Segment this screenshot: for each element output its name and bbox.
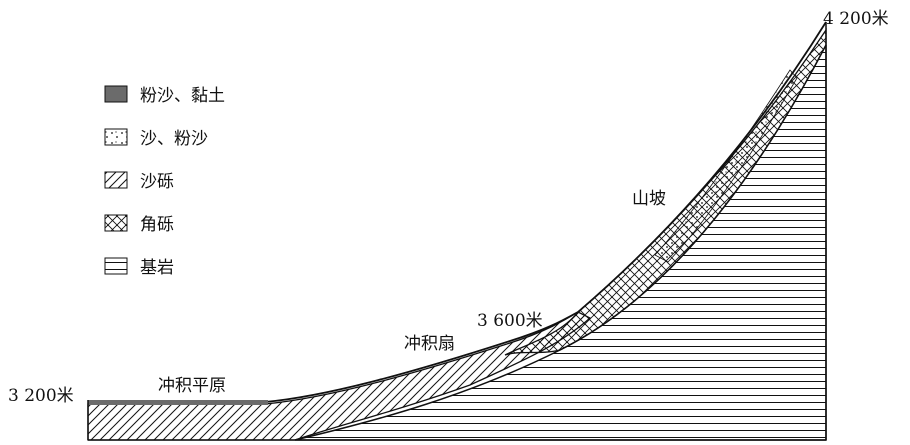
ground-surface: [88, 21, 827, 403]
alluvial-plain-label: 冲积平原: [158, 376, 226, 396]
legend-item-angular-gravel: 角砾: [104, 214, 174, 235]
legend: 粉沙、黏土 沙、粉沙 沙砾 角砾 基岩: [104, 85, 225, 278]
alluvial-fan-label: 冲积扇: [404, 334, 455, 354]
legend-item-sand-silt: 沙、粉沙: [104, 128, 208, 149]
legend-label: 沙砾: [140, 172, 174, 192]
legend-label: 角砾: [140, 215, 174, 235]
legend-item-sandy-gravel: 沙砾: [104, 171, 174, 192]
slope-label: 山坡: [632, 189, 666, 209]
legend-item-bedrock: 基岩: [104, 257, 174, 278]
sand-silt-lens: [654, 69, 798, 263]
legend-label: 基岩: [140, 258, 174, 278]
elevation-4200-label: 4 200米: [823, 9, 889, 29]
legend-label: 沙、粉沙: [140, 129, 208, 149]
legend-label: 粉沙、黏土: [140, 86, 225, 106]
elevation-3600-label: 3 600米: [477, 311, 543, 331]
legend-item-silt-clay: 粉沙、黏土: [104, 85, 225, 106]
elevation-3200-label: 3 200米: [8, 386, 74, 406]
silt-clay-band: [88, 400, 268, 405]
